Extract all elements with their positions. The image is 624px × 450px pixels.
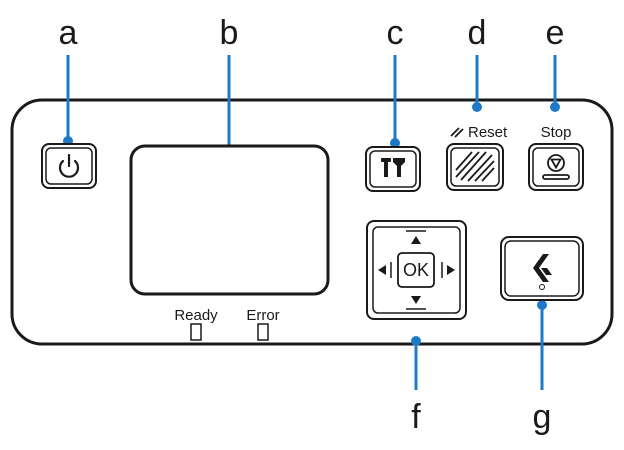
ready-indicator	[190, 323, 202, 341]
stop-label: Stop	[541, 124, 572, 141]
error-indicator	[257, 323, 269, 341]
callout-letter-g: g	[533, 398, 552, 436]
reset-button[interactable]	[446, 143, 504, 191]
error-label: Error	[246, 307, 279, 324]
arrow-right-icon[interactable]	[447, 265, 455, 275]
arrow-left-icon[interactable]	[378, 265, 386, 275]
start-button[interactable]	[500, 236, 584, 301]
reset-label: Reset	[468, 124, 508, 141]
ok-label: OK	[403, 260, 429, 280]
callout-letter-e: e	[546, 14, 565, 52]
callout-dot-e	[550, 102, 560, 112]
reset-icon	[455, 151, 495, 182]
settings-button[interactable]	[365, 146, 421, 192]
ok-button[interactable]: OK	[397, 252, 435, 288]
callout-letter-f: f	[411, 398, 421, 436]
callout-letter-d: d	[468, 14, 487, 52]
callout-letter-a: a	[59, 14, 78, 52]
callout-letter-c: c	[387, 14, 404, 52]
power-button[interactable]	[41, 143, 97, 189]
arrow-down-icon[interactable]	[411, 296, 421, 304]
callout-lines	[66, 55, 557, 390]
settings-icon	[381, 158, 405, 177]
callout-dot-d	[472, 102, 482, 112]
arrow-up-icon[interactable]	[411, 236, 421, 244]
lcd-screen	[129, 144, 330, 296]
callout-dot-c	[390, 138, 400, 148]
start-icon	[533, 254, 552, 282]
stop-button[interactable]	[528, 143, 584, 191]
power-icon	[58, 153, 80, 178]
stop-icon	[542, 154, 570, 180]
callout-dot-f	[411, 336, 421, 346]
start-indicator-light	[539, 284, 545, 290]
callout-dot-g	[537, 300, 547, 310]
callout-letter-b: b	[220, 14, 239, 52]
reset-label-group: Reset	[450, 124, 508, 141]
ready-label: Ready	[174, 307, 218, 324]
reset-label-icon	[450, 127, 464, 138]
